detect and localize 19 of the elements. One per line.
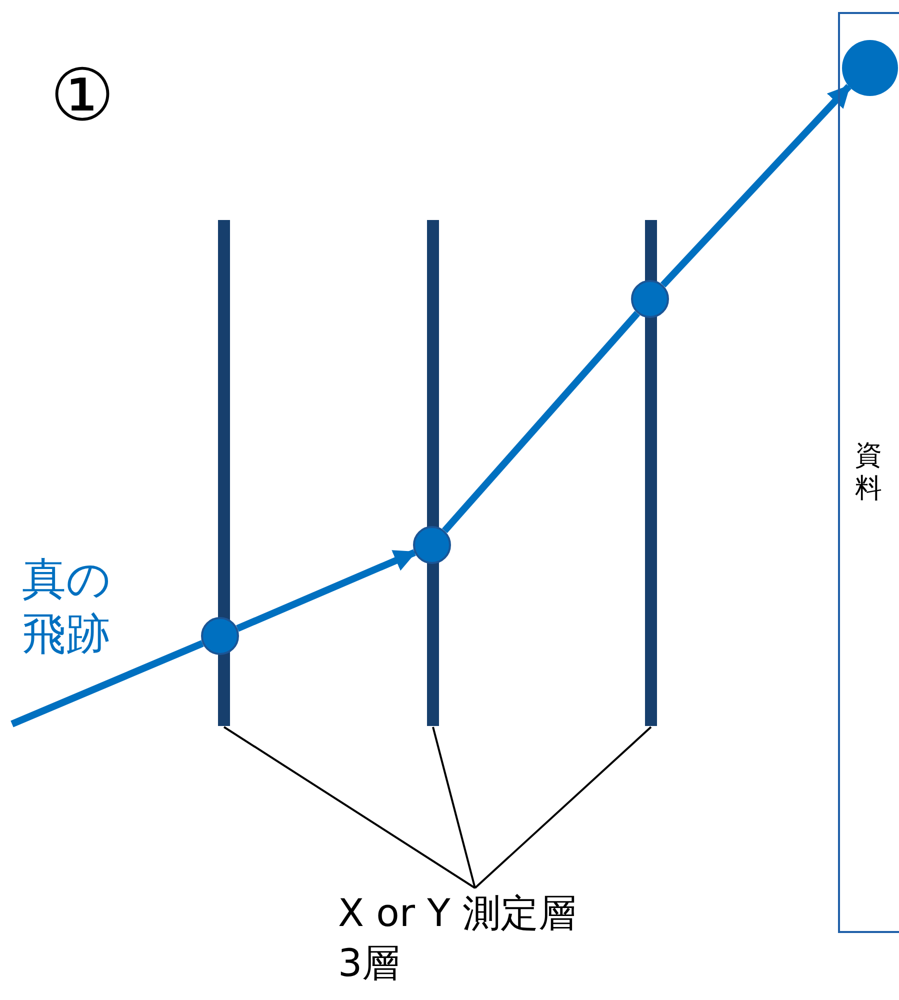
leader-line: [223, 726, 476, 889]
leader-line: [432, 726, 476, 888]
track-label: 真の飛跡: [22, 553, 112, 662]
track-line: [442, 310, 640, 534]
track-arrow: [660, 84, 852, 288]
detector-layer-bar: [427, 220, 439, 726]
detector-layer-bar: [645, 220, 657, 726]
hit-point-dot: [201, 617, 239, 655]
layer-label: X or Y 測定層: [338, 890, 578, 937]
leader-line: [474, 726, 652, 889]
layer-label: 3層: [338, 940, 402, 987]
hit-point-dot: [631, 280, 669, 318]
detector-layer-bar: [218, 220, 230, 726]
panel-number: ①: [50, 52, 116, 139]
bracket-frame: [838, 12, 899, 933]
hit-point-dot: [413, 526, 451, 564]
side-label: 資料: [854, 440, 884, 505]
track-line: [10, 640, 204, 728]
track-arrow: [236, 549, 417, 632]
